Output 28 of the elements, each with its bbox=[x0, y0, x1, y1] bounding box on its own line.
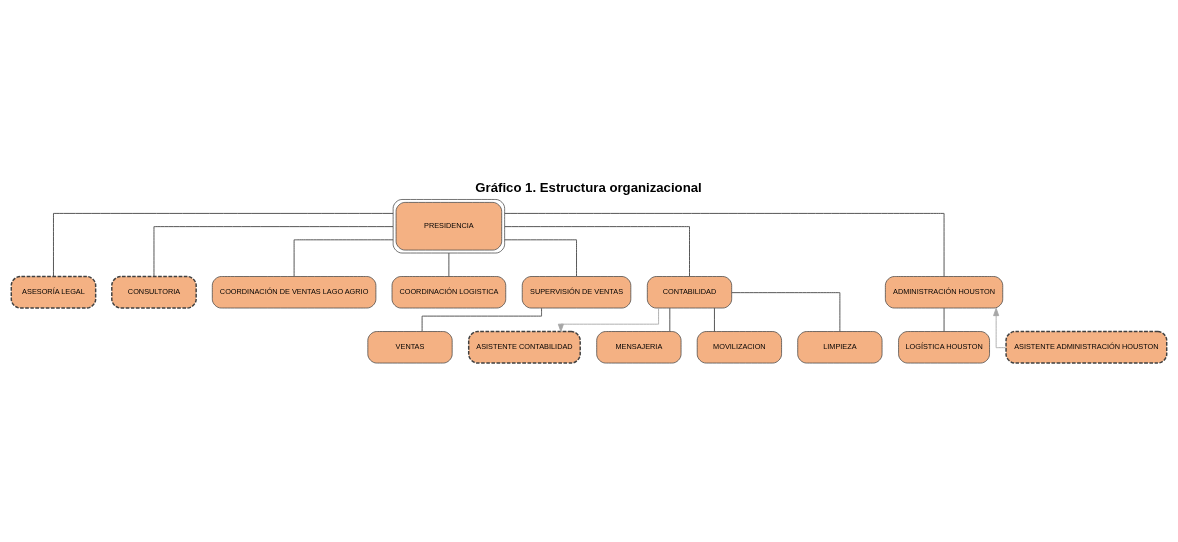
connector bbox=[943, 307, 945, 332]
connector bbox=[153, 226, 394, 277]
connector bbox=[504, 226, 690, 277]
connector bbox=[504, 212, 945, 277]
connector bbox=[669, 307, 671, 332]
connector bbox=[714, 307, 715, 332]
node-box: ASESORÍA LEGAL bbox=[10, 275, 97, 309]
connector bbox=[731, 292, 841, 332]
connector bbox=[293, 239, 394, 277]
connector bbox=[448, 252, 450, 277]
node-box: ADMINISTRACIÓN HOUSTON bbox=[885, 276, 1004, 309]
node-box: LIMPIEZA bbox=[797, 331, 883, 364]
arrow bbox=[557, 307, 659, 332]
connector bbox=[504, 239, 577, 277]
node-box: VENTAS bbox=[367, 331, 453, 364]
node-box: SUPERVISIÓN DE VENTAS bbox=[521, 276, 632, 309]
node-box: COORDINACIÓN LOGISTICA bbox=[391, 276, 507, 309]
node-box: CONTABILIDAD bbox=[646, 276, 733, 309]
node-box: MENSAJERIA bbox=[596, 331, 682, 364]
arrow bbox=[993, 307, 1007, 349]
node-box: COORDINACIÓN DE VENTAS LAGO AGRIO bbox=[211, 276, 377, 309]
node-box: LOGÍSTICA HOUSTON bbox=[898, 331, 990, 364]
node-box: ASISTENTE ADMINISTRACIÓN HOUSTON bbox=[1005, 330, 1168, 364]
node-box: ASISTENTE CONTABILIDAD bbox=[467, 330, 581, 364]
node-box: MOVILIZACION bbox=[696, 331, 782, 364]
node-box: CONSULTORIA bbox=[111, 275, 197, 309]
connector bbox=[53, 212, 394, 277]
diagram-title: Gráfico 1. Estructura organizacional bbox=[475, 179, 702, 195]
